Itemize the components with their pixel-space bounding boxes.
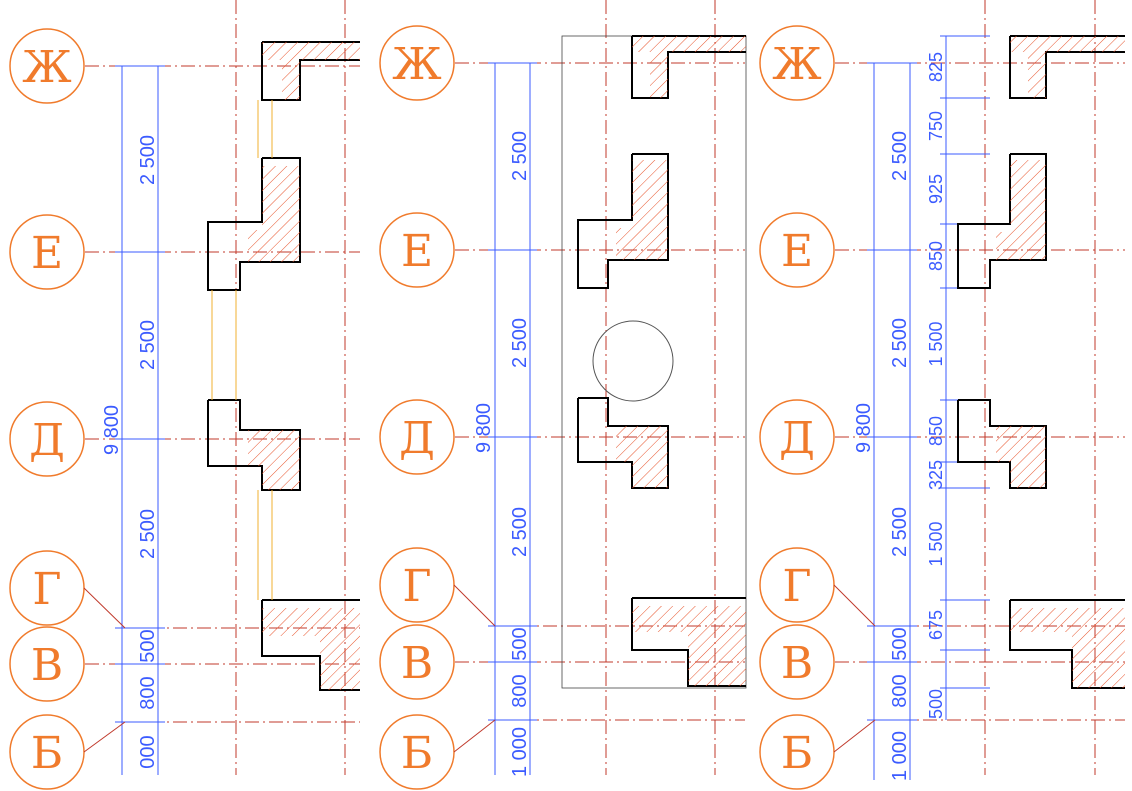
dim-v-b: 800 bbox=[889, 674, 911, 707]
axis-label-zh: Ж bbox=[22, 42, 71, 93]
axis-label-d: Д bbox=[29, 415, 65, 466]
dim-d-g: 2 500 bbox=[137, 509, 159, 559]
subdim-10: 500 bbox=[926, 689, 946, 719]
subdim-3: 925 bbox=[926, 174, 946, 204]
axis-label-d: Д bbox=[779, 413, 815, 464]
dim-b: 1 000 bbox=[509, 727, 531, 777]
axis-label-d: Д bbox=[399, 413, 435, 464]
axis-label-v: В bbox=[401, 638, 433, 689]
axis-label-zh: Ж bbox=[772, 39, 821, 90]
dim-b: 1 000 bbox=[889, 731, 911, 781]
axis-label-e: Е bbox=[31, 228, 63, 279]
axis-label-g: Г bbox=[402, 561, 431, 612]
dim-e-d: 2 500 bbox=[889, 318, 911, 368]
panel-middle: Ж Е Д Г В Б 9 800 2 500 2 500 2 500 500 … bbox=[379, 0, 747, 790]
axis-label-zh: Ж bbox=[392, 39, 441, 90]
axis-label-b: Б bbox=[781, 728, 813, 779]
dim-g-v: 500 bbox=[889, 627, 911, 660]
dim-b: 000 bbox=[137, 735, 159, 768]
axis-label-v: В bbox=[781, 638, 813, 689]
dim-g-v: 500 bbox=[509, 627, 531, 660]
dim-zh-e: 2 500 bbox=[889, 131, 911, 181]
dim-total: 9 800 bbox=[853, 403, 875, 453]
dim-d-g: 2 500 bbox=[509, 507, 531, 557]
subdim-2: 750 bbox=[926, 111, 946, 141]
dim-total: 9 800 bbox=[101, 405, 123, 455]
axis-label-b: Б bbox=[31, 728, 63, 779]
subdim-7: 325 bbox=[926, 460, 946, 490]
axis-label-b: Б bbox=[401, 728, 433, 779]
dim-e-d: 2 500 bbox=[137, 320, 159, 370]
dim-d-g: 2 500 bbox=[889, 507, 911, 557]
axis-label-e: Е bbox=[781, 226, 813, 277]
axis-label-v: В bbox=[31, 640, 63, 691]
dim-v-b: 800 bbox=[509, 674, 531, 707]
axis-label-g: Г bbox=[32, 564, 61, 615]
subdim-8: 1 500 bbox=[926, 521, 946, 566]
subdim-9: 675 bbox=[926, 610, 946, 640]
subdim-4: 850 bbox=[926, 241, 946, 271]
dim-zh-e: 2 500 bbox=[137, 135, 159, 185]
panel-right: Ж Е Д Г В Б 9 800 2 500 2 500 2 500 500 … bbox=[759, 0, 1125, 790]
subdim-6: 850 bbox=[926, 416, 946, 446]
axis-label-g: Г bbox=[782, 561, 811, 612]
subdim-5: 1 500 bbox=[926, 321, 946, 366]
panel-left: Ж Е Д Г В Б 9 800 2 500 2 500 2 500 500 … bbox=[9, 0, 360, 790]
subdim-1: 825 bbox=[926, 52, 946, 82]
dim-e-d: 2 500 bbox=[509, 318, 531, 368]
dim-v-b: 800 bbox=[137, 676, 159, 709]
dim-total: 9 800 bbox=[473, 403, 495, 453]
dim-zh-e: 2 500 bbox=[509, 131, 531, 181]
dim-g-v: 500 bbox=[137, 629, 159, 662]
axis-label-e: Е bbox=[401, 226, 433, 277]
